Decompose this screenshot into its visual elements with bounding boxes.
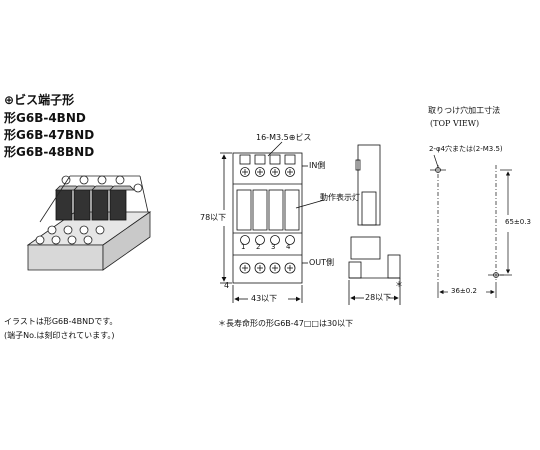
- model-g6b-4bnd: 形G6B-4BND: [4, 111, 86, 125]
- in-side-label: IN側: [309, 161, 326, 170]
- terminal-3: 3: [271, 243, 276, 251]
- holes-label: 2-φ4穴または(2-M3.5): [429, 145, 503, 153]
- indicator-label: 動作表示灯: [320, 193, 360, 202]
- header-title: ビス端子形: [14, 93, 75, 107]
- screws-label: 16-M3.5⊕ビス: [256, 133, 312, 142]
- front-view-drawing: [220, 141, 325, 303]
- terminal-4: 4: [286, 243, 291, 251]
- terminal-note: (端子No.は刻印されています。): [4, 331, 115, 340]
- plus-circle-icon: ⊕: [4, 93, 15, 107]
- header-title-row: ⊕ビス端子形: [4, 94, 74, 106]
- height-dimension: 78以下: [200, 213, 227, 222]
- mounting-title: 取りつけ穴加工寸法: [428, 106, 501, 115]
- out-side-label: OUT側: [309, 258, 335, 267]
- model-g6b-47bnd: 形G6B-47BND: [4, 128, 95, 142]
- long-life-note: ＊長寿命形の形G6B-47□□は30以下: [218, 319, 354, 328]
- terminal-1: 1: [241, 243, 246, 251]
- side-view-drawing: [348, 144, 401, 305]
- offset-dimension: 4: [224, 281, 230, 290]
- model-g6b-48bnd: 形G6B-48BND: [4, 145, 95, 159]
- mounting-hole-drawing: [430, 154, 512, 298]
- terminal-2: 2: [256, 243, 261, 251]
- horizontal-dimension: 36±0.2: [451, 287, 477, 295]
- width-dimension: 43以下: [251, 294, 278, 303]
- long-life-mark: ＊: [395, 280, 403, 289]
- vertical-dimension: 65±0.3: [505, 218, 531, 226]
- illustration-note: イラストは形G6B-4BNDです。: [4, 317, 118, 326]
- socket-illustration: [26, 175, 152, 271]
- mounting-subtitle: (TOP VIEW): [430, 119, 480, 128]
- depth-dimension: 28以下: [365, 293, 392, 302]
